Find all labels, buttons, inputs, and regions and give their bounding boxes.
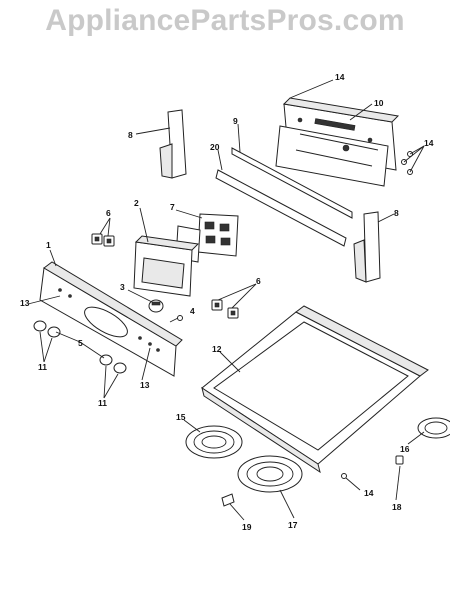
callout-10: 10 [374,98,384,108]
callout-6: 6 [256,276,261,286]
side-bracket-right [353,211,381,283]
callout-2: 2 [134,198,139,208]
screw-14-lower [341,473,347,479]
callout-17: 17 [288,520,298,530]
callout-8: 8 [394,208,399,218]
callout-11: 11 [98,398,107,408]
callout-20: 20 [210,142,220,152]
burner-element-17 [237,455,303,493]
callout-19: 19 [242,522,252,532]
callout-18: 18 [392,502,402,512]
cooktop [201,305,429,474]
callout-4: 4 [190,306,195,316]
burner-element-16 [417,417,450,439]
switches-left [91,233,115,247]
control-panel [39,261,183,377]
callout-7: 7 [170,202,175,212]
display-window [133,235,200,297]
burner-element-15 [185,425,243,459]
backguard-panel [275,97,400,187]
callout-13: 13 [140,380,150,390]
callout-9: 9 [233,116,238,126]
callout-13: 13 [20,298,30,308]
watermark: AppliancePartsPros.com [45,4,405,37]
callout-15: 15 [176,412,186,422]
trim-strip-20 [215,169,347,247]
switches-right [211,299,239,319]
callout-1: 1 [46,240,51,250]
callout-14: 14 [335,72,345,82]
callout-6: 6 [106,208,111,218]
callout-14: 14 [364,488,374,498]
callout-14: 14 [424,138,434,148]
callout-11: 11 [38,362,47,372]
callout-16: 16 [400,444,410,454]
clip-19 [221,493,235,507]
trim-strip-9 [231,147,353,219]
leader-lines [27,79,425,521]
sensor-18 [395,455,404,465]
screw-4 [177,315,183,321]
selector-knob [148,299,164,313]
callout-8: 8 [128,130,133,140]
callout-3: 3 [120,282,125,292]
side-bracket-left [159,109,187,179]
callout-12: 12 [212,344,222,354]
callout-labels: 14 10 14 9 20 8 8 2 7 6 1 3 4 6 13 5 11 … [20,72,434,532]
callout-5: 5 [78,338,83,348]
